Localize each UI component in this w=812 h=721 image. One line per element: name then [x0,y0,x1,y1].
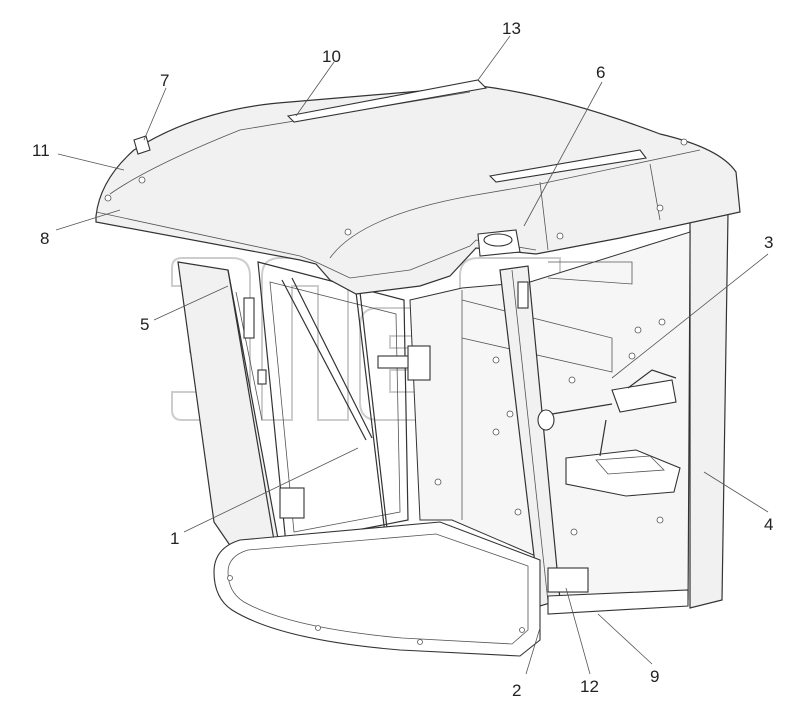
left-side-wall [177,261,283,561]
floor-frame [213,521,689,657]
leader-lines [55,35,769,675]
callout-10: 10 [322,47,341,66]
callout-8: 8 [40,229,49,248]
callout-5: 5 [140,315,149,334]
callout-3: 3 [764,233,773,252]
callout-7: 7 [160,71,169,90]
right-side-wall [687,213,729,609]
callout-11: 11 [32,141,50,160]
callout-9: 9 [650,667,659,686]
callout-labels: 1 2 3 4 5 6 7 8 9 10 11 12 13 [32,19,773,700]
callout-12: 12 [580,677,599,696]
roof-rails [133,79,647,183]
center-pillar [377,265,589,607]
callout-2: 2 [512,681,521,700]
callout-6: 6 [596,63,605,82]
left-door-frame [257,261,409,545]
callout-1: 1 [170,529,179,548]
callout-13: 13 [502,19,521,38]
callout-4: 4 [764,515,773,534]
interior-fixtures [537,369,681,497]
roof [95,85,741,295]
